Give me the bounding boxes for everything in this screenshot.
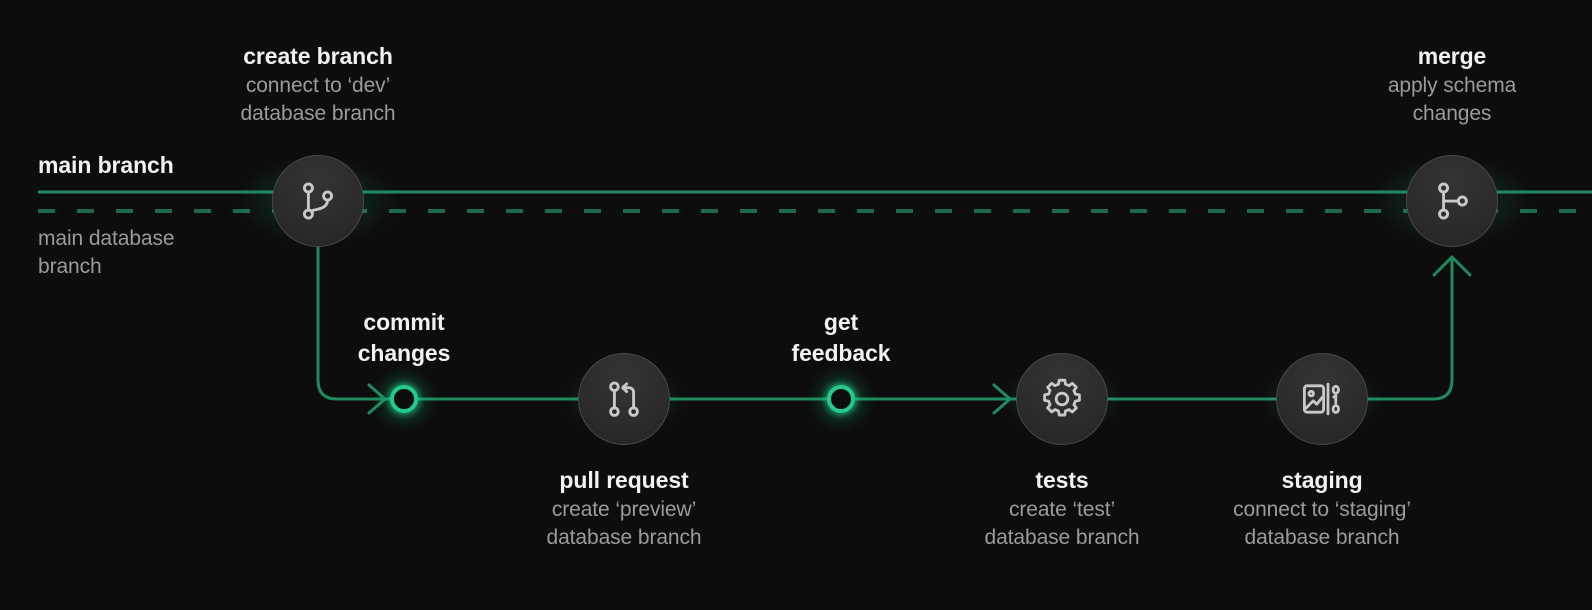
node-get-feedback[interactable]: [827, 385, 855, 413]
pull-request-subtitle-line2: database branch: [546, 525, 702, 549]
staging-to-merge-wire: [1364, 256, 1454, 401]
main-branch-label: main branch: [38, 150, 174, 181]
node-merge[interactable]: [1406, 155, 1498, 247]
get-feedback-title-line2: feedback: [791, 339, 891, 366]
pull-request-label: pull request create ‘preview’ database b…: [547, 465, 702, 551]
main-database-branch-subtitle-line2: branch: [38, 254, 102, 278]
create-branch-subtitle-line2: database branch: [240, 101, 396, 125]
arrowhead-into-commit-icon: [367, 383, 387, 415]
commit-changes-title-line1: commit: [363, 309, 445, 335]
git-branch-icon: [302, 182, 334, 220]
get-feedback-label: get feedback: [792, 307, 891, 368]
git-pull-request-icon: [609, 381, 639, 417]
node-commit-changes[interactable]: [390, 385, 418, 413]
tests-subtitle-line2: database branch: [984, 525, 1140, 549]
staging-subtitle-line1: connect to ‘staging’: [1233, 497, 1411, 521]
tests-title: tests: [1035, 467, 1089, 493]
pull-request-title: pull request: [559, 467, 689, 493]
create-branch-label: create branch connect to ‘dev’ database …: [241, 41, 396, 127]
merge-subtitle-line2: changes: [1412, 101, 1492, 125]
merge-title: merge: [1417, 43, 1487, 69]
node-staging[interactable]: [1276, 353, 1368, 445]
arrowhead-into-merge-icon: [1432, 255, 1472, 277]
get-feedback-title-line1: get: [823, 309, 859, 335]
merge-label: merge apply schema changes: [1388, 41, 1516, 127]
create-branch-title: create branch: [243, 43, 393, 69]
node-pull-request[interactable]: [578, 353, 670, 445]
pull-request-subtitle-line1: create ‘preview’: [551, 497, 697, 521]
staging-subtitle-line2: database branch: [1244, 525, 1400, 549]
commit-changes-title-line2: changes: [357, 339, 451, 366]
main-database-branch-label: main database branch: [38, 225, 175, 281]
git-merge-icon: [1438, 182, 1468, 220]
create-branch-subtitle-line1: connect to ‘dev’: [245, 73, 391, 97]
create-branch-to-commit-wire: [316, 245, 394, 401]
gear-icon: [1043, 378, 1081, 417]
merge-subtitle-line1: apply schema: [1387, 73, 1517, 97]
arrowhead-into-tests-icon: [992, 383, 1012, 415]
tests-label: tests create ‘test’ database branch: [985, 465, 1140, 551]
main-database-branch-subtitle-line1: main database: [38, 227, 175, 250]
main-branch-title: main branch: [38, 152, 174, 178]
commit-changes-label: commit changes: [358, 307, 451, 368]
tests-subtitle-line1: create ‘test’: [1008, 497, 1116, 521]
image-binary-icon: [1303, 382, 1340, 416]
staging-title: staging: [1281, 467, 1363, 493]
node-tests[interactable]: [1016, 353, 1108, 445]
staging-label: staging connect to ‘staging’ database br…: [1233, 465, 1411, 551]
node-create-branch[interactable]: [272, 155, 364, 247]
